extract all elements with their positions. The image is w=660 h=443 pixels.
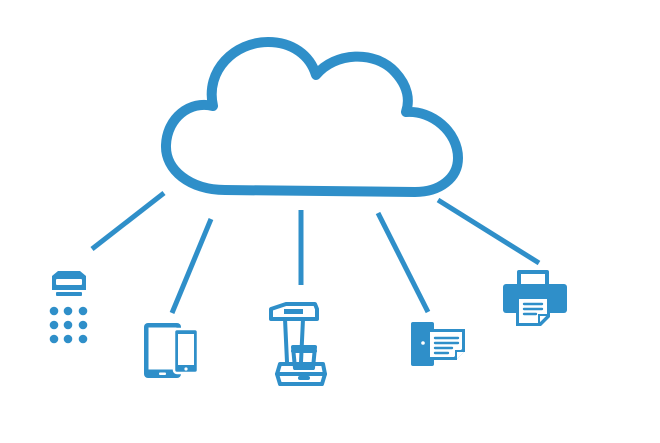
connector-line-tablet [169,218,214,314]
connector-line-terminal [375,211,431,314]
connector-line-dispenser [90,191,166,251]
lab-balance-icon [269,302,327,386]
printer-icon [503,270,567,326]
connector-line-printer [436,197,541,266]
cloud-icon [161,37,463,197]
dispenser-keypad-icon [49,271,88,344]
connector-lines [90,191,541,314]
receipt-terminal-icon [411,322,465,366]
tablet-phone-icon [144,323,200,378]
